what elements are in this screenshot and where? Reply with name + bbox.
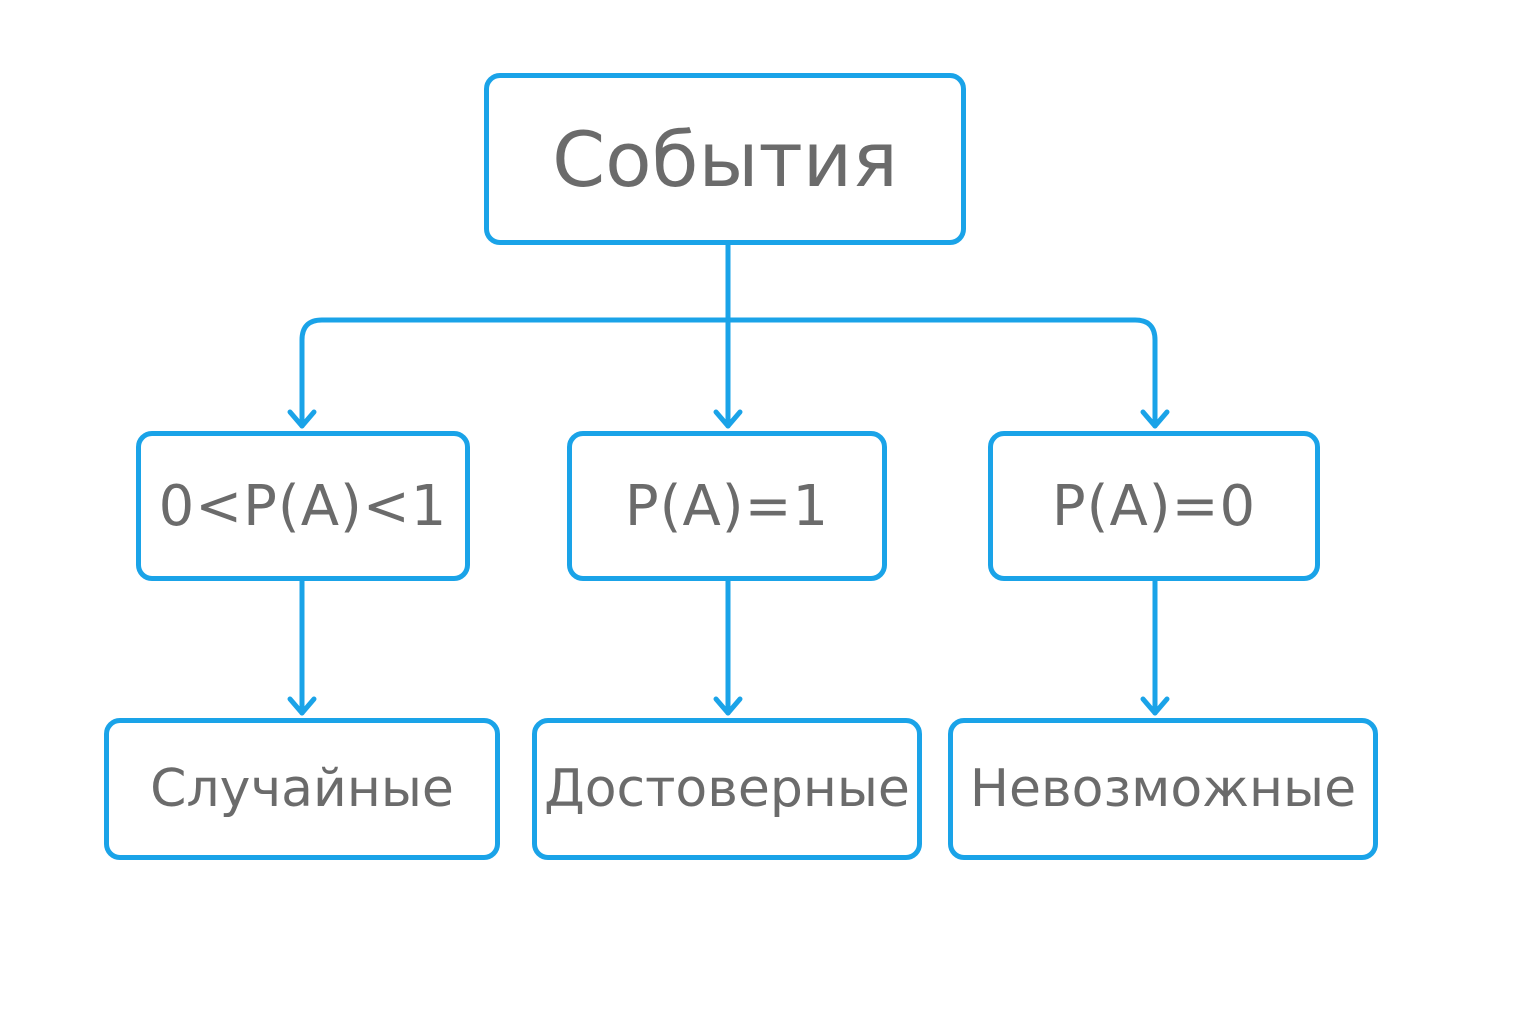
left-branch-line bbox=[299, 317, 731, 429]
event-type-node-random: Случайные bbox=[104, 718, 500, 860]
condition-node-random: 0<P(A)<1 bbox=[136, 431, 470, 581]
condition-node-impossible: P(A)=0 bbox=[988, 431, 1320, 581]
condition-node-certain: P(A)=1 bbox=[567, 431, 887, 581]
root-node: События bbox=[484, 73, 966, 245]
event-type-node-impossible: Невозможные bbox=[948, 718, 1378, 860]
right-branch-line bbox=[725, 317, 1158, 429]
arrow-head-mid-1 bbox=[287, 409, 317, 429]
arrow-head-mid-2 bbox=[713, 409, 743, 429]
root-node-label: События bbox=[552, 114, 898, 204]
arrow-head-leaf-3 bbox=[1140, 696, 1170, 716]
arrow-head-leaf-1 bbox=[287, 696, 317, 716]
condition-label: 0<P(A)<1 bbox=[158, 473, 448, 539]
event-type-node-certain: Достоверные bbox=[532, 718, 922, 860]
event-type-label: Невозможные bbox=[969, 759, 1357, 819]
arrow-head-leaf-2 bbox=[713, 696, 743, 716]
condition-label: P(A)=1 bbox=[624, 473, 830, 539]
event-type-label: Случайные bbox=[150, 759, 454, 819]
arrow-head-mid-3 bbox=[1140, 409, 1170, 429]
event-type-label: Достоверные bbox=[544, 759, 910, 819]
condition-label: P(A)=0 bbox=[1051, 473, 1257, 539]
